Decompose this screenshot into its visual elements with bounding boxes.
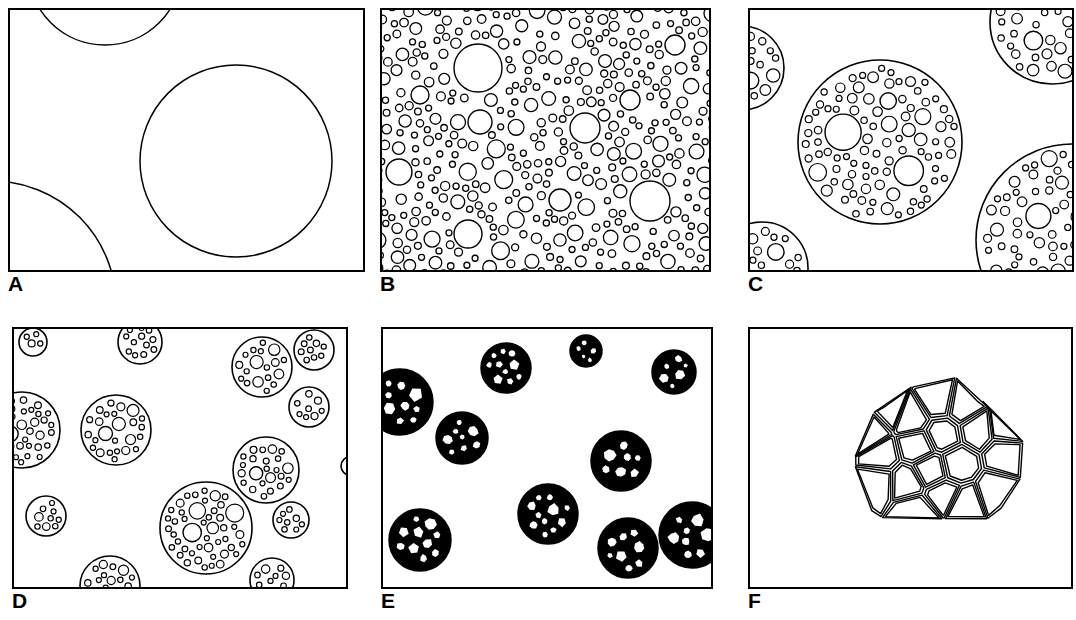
polygonal-cell-cluster bbox=[855, 378, 1022, 519]
panel-letter: B bbox=[380, 273, 395, 294]
figure-panel: D bbox=[12, 327, 348, 589]
panel-letter: C bbox=[748, 273, 763, 294]
aggregated-cells bbox=[750, 10, 1072, 270]
separated-cells bbox=[14, 329, 346, 587]
panel-letter: E bbox=[381, 590, 395, 611]
figure-panel: A bbox=[8, 8, 365, 272]
dispersed-bubbles bbox=[382, 10, 709, 270]
panel-letter: D bbox=[12, 590, 27, 611]
figure-panel: C bbox=[748, 8, 1074, 272]
figure-panel: E bbox=[381, 327, 713, 589]
large-cells bbox=[10, 10, 332, 270]
figure-panel: B bbox=[380, 8, 711, 272]
panel-letter: F bbox=[748, 590, 761, 611]
figure-panel: F bbox=[748, 327, 1073, 589]
panel-letter: A bbox=[8, 273, 23, 294]
dense-cells bbox=[383, 335, 711, 578]
